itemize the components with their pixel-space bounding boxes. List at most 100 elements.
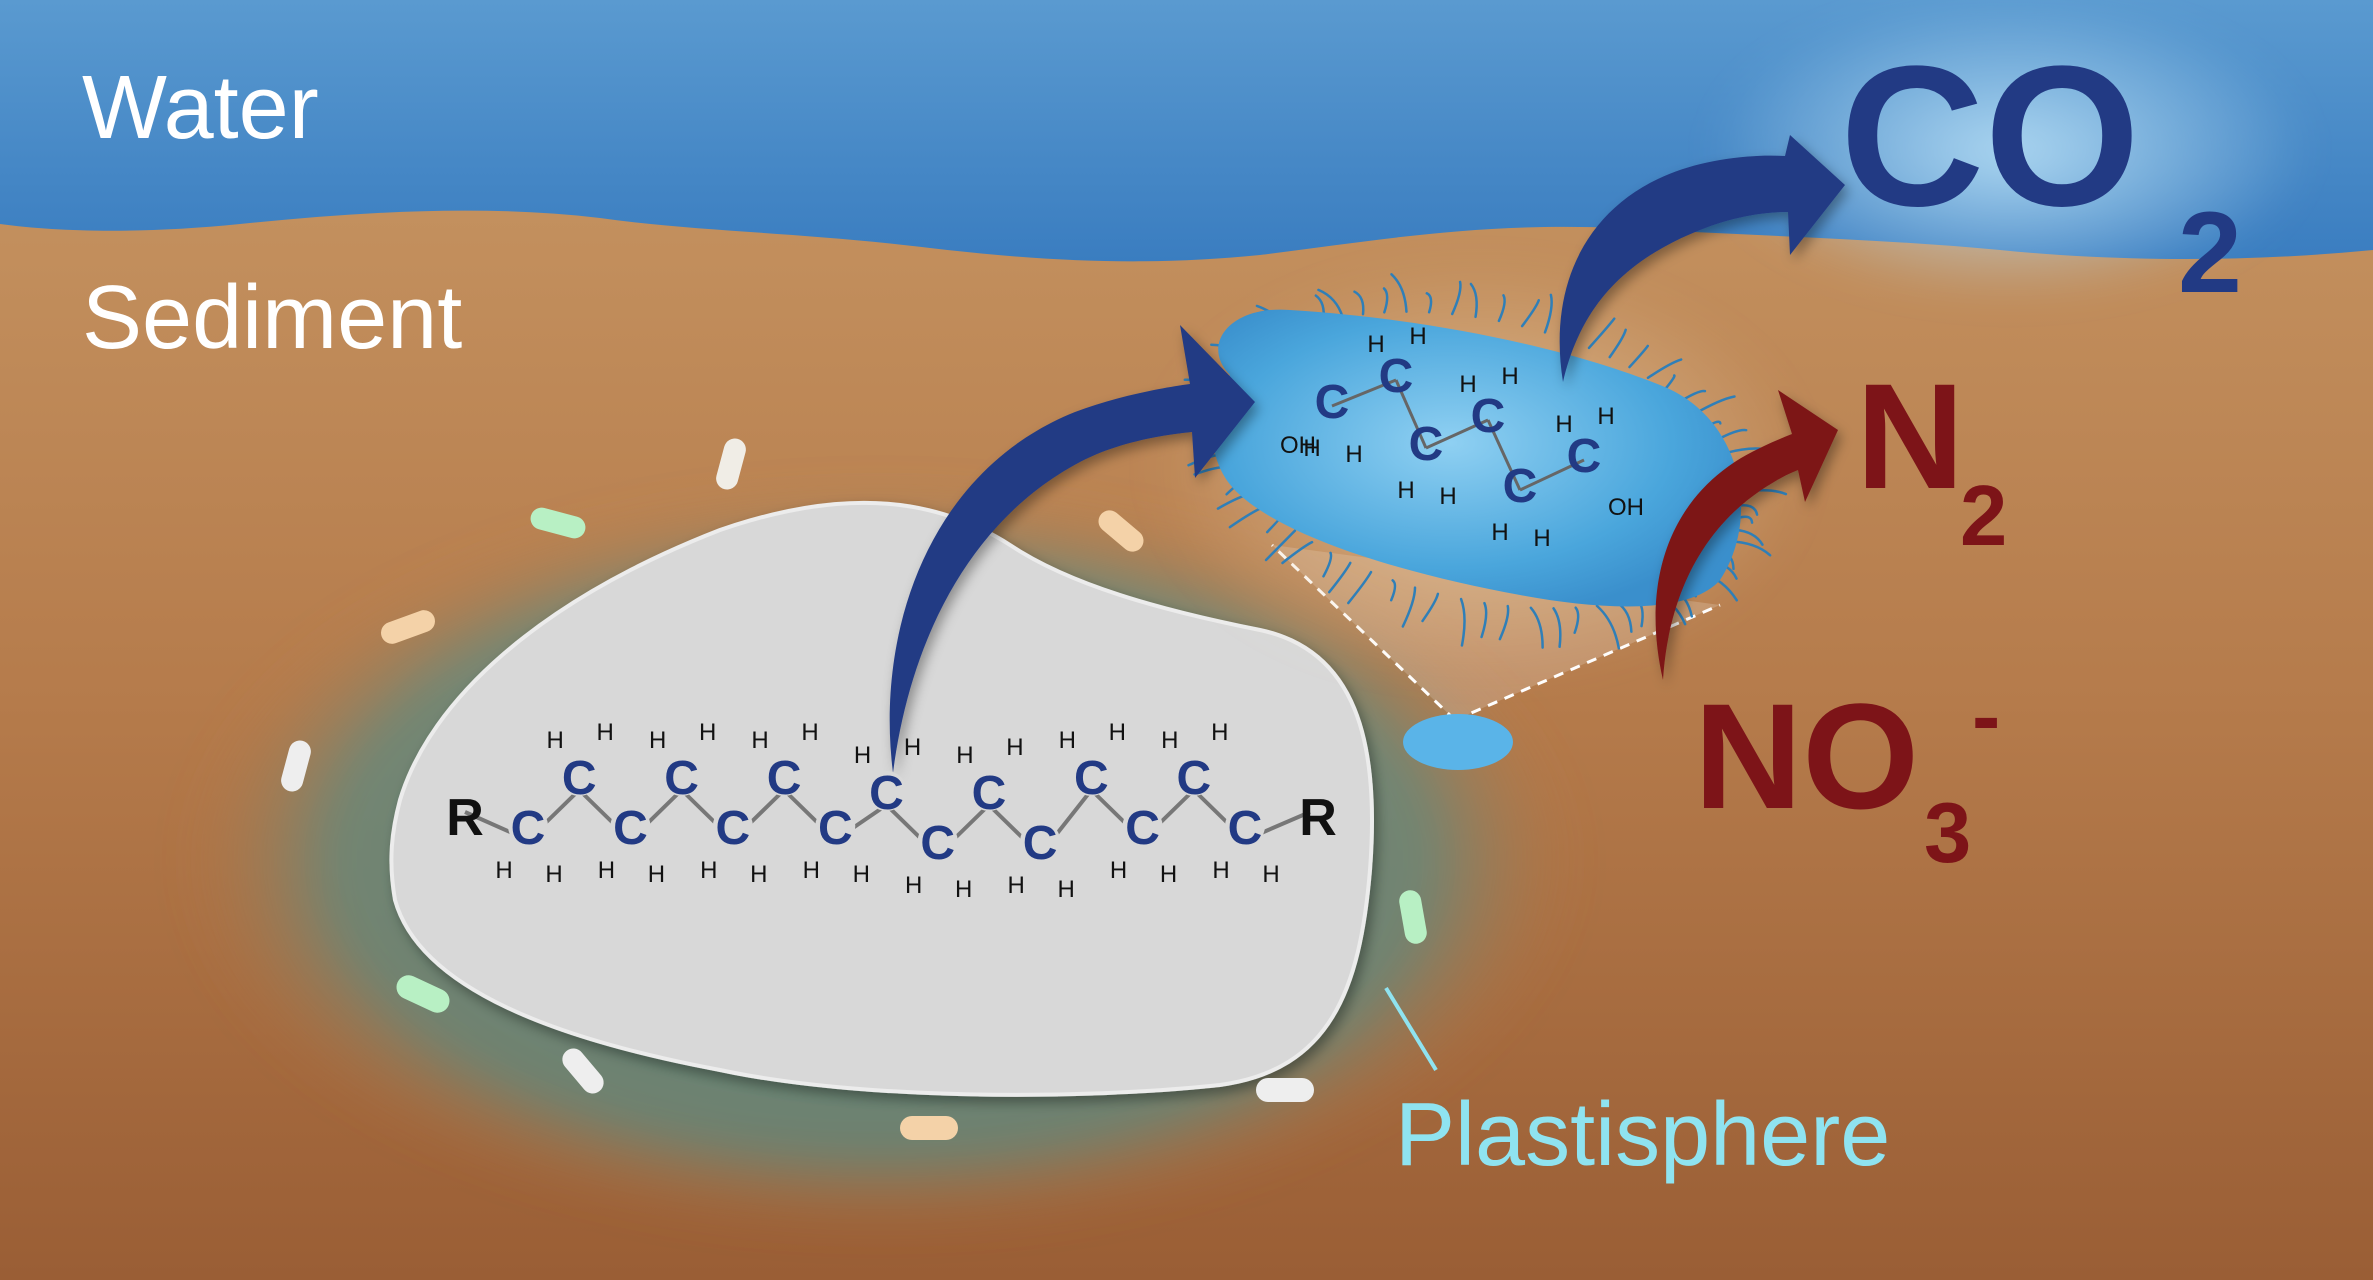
hydrogen-atom: H [1057, 876, 1074, 903]
atom-backdrop [1020, 821, 1061, 861]
n2-formula: N [1856, 352, 1964, 520]
carbon-atom: C [1176, 752, 1211, 805]
pilus [1389, 579, 1397, 602]
pilus [1281, 540, 1314, 565]
bond [1519, 458, 1585, 492]
hydrogen-atom: H [1491, 519, 1508, 546]
carbon-atom: C [972, 767, 1007, 820]
pilus [1663, 374, 1676, 391]
atom-backdrop [1071, 756, 1112, 796]
atom-backdrop [661, 756, 702, 796]
hydrogen-atom: H [1501, 363, 1518, 390]
hydrogen-atom: H [495, 857, 512, 884]
pilus [1608, 328, 1627, 359]
hydrogen-atom: H [1211, 719, 1228, 746]
atom-backdrop [508, 806, 548, 846]
pilus [1628, 344, 1650, 369]
hydrogen-atom: H [955, 876, 972, 903]
hydroxyl-group: OH [1280, 432, 1316, 459]
bond [1394, 379, 1428, 449]
r-group-right: R [1299, 789, 1337, 847]
hydrogen-atom: H [801, 719, 818, 746]
pilus [1264, 529, 1297, 562]
atom-backdrop [559, 756, 600, 796]
microbe-cell [1098, 510, 1144, 552]
hydrogen-atom: H [1533, 525, 1550, 552]
microbe-cell [1399, 890, 1427, 944]
carbon-atom: C [1228, 802, 1263, 855]
hydrogen-atom: H [1367, 331, 1384, 358]
hydrogen-atom: H [854, 742, 871, 769]
hydrogen-atom: H [649, 727, 666, 754]
microbe-cell [396, 975, 450, 1013]
carbon-atom: C [869, 767, 904, 820]
hydrogen-atom: H [1110, 857, 1127, 884]
hydrogen-atom: H [853, 861, 870, 888]
pilus [1401, 586, 1417, 628]
pilus [1739, 503, 1759, 516]
pilus [1498, 604, 1510, 641]
atom-backdrop [1122, 806, 1163, 846]
bond [1486, 419, 1522, 491]
carbon-atom: C [1409, 418, 1444, 471]
carbon-atom: C [511, 802, 546, 855]
atom-backdrop [866, 771, 907, 811]
hydrogen-atom: H [700, 857, 717, 884]
hydrogen-atom: H [1212, 857, 1229, 884]
hydrogen-atom: H [1303, 435, 1320, 462]
hydrogen-atom: H [699, 719, 716, 746]
pilus [1646, 358, 1683, 380]
hydrogen-atom: H [904, 734, 921, 761]
pilus [1543, 293, 1553, 334]
carbon-atom: C [767, 752, 802, 805]
microbe-cell [716, 438, 746, 490]
co2-formula: CO [1840, 25, 2140, 248]
pilus [1529, 606, 1544, 649]
pilus [1573, 606, 1580, 634]
carbon-atom: C [562, 752, 597, 805]
pilus [1353, 290, 1365, 316]
carbon-atom: C [818, 802, 853, 855]
hydroxyl-group: OH [1608, 494, 1644, 521]
hydrogen-atom: H [1397, 477, 1414, 504]
microbe-cell [562, 1048, 604, 1094]
hydrogen-atom: H [1459, 371, 1476, 398]
co2-subscript: 2 [2178, 189, 2242, 317]
microbe-cell [900, 1116, 958, 1140]
hydrogen-atom: H [1555, 411, 1572, 438]
hydrogen-atom: H [1262, 861, 1279, 888]
bond [1331, 378, 1397, 408]
carbon-atom: C [1315, 376, 1350, 429]
carbon-atom: C [1125, 802, 1160, 855]
n2-subscript: 2 [1960, 469, 2007, 564]
pilus [1480, 601, 1488, 639]
hydrogen-atom: H [1109, 719, 1126, 746]
pilus [1587, 317, 1616, 350]
carbon-atom: C [1471, 390, 1506, 443]
carbon-uptake-arrow [889, 325, 1255, 773]
atom-backdrop [712, 806, 753, 846]
hydrogen-atom: H [750, 861, 767, 888]
pilus [1459, 597, 1466, 647]
pilus [1425, 292, 1433, 314]
atom-backdrop [815, 806, 856, 846]
pilus [1595, 604, 1621, 650]
carbon-atom: C [1379, 350, 1414, 403]
pilus [1520, 299, 1541, 328]
plastisphere-label: Plastisphere [1395, 1085, 1890, 1185]
co2-glow [1710, 0, 2310, 300]
pilus [1552, 607, 1562, 649]
pilus [1450, 280, 1462, 316]
atom-backdrop [1225, 806, 1265, 846]
hydrogen-atom: H [803, 857, 820, 884]
pilus [1347, 570, 1373, 605]
bacterium-body [1212, 309, 1742, 607]
carbon-atom: C [920, 817, 955, 870]
carbon-atom: C [1074, 752, 1109, 805]
pilus [1382, 287, 1389, 314]
r-group-left: R [446, 789, 484, 847]
plastisphere-pointer [1384, 986, 1438, 1072]
pilus [1317, 288, 1344, 319]
